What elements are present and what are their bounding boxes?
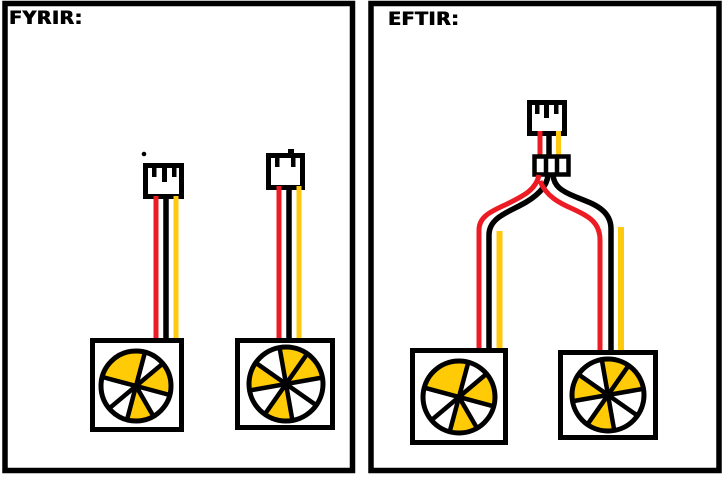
panel-after-title: EFTIR: xyxy=(388,8,460,30)
red-wire-right-branch xyxy=(537,179,603,351)
shared-3pin-connector-icon xyxy=(527,100,567,136)
fan-blades xyxy=(246,344,326,424)
fan-icon xyxy=(558,350,658,440)
connector-to-splice-wires xyxy=(537,131,561,158)
fan-blades xyxy=(569,356,647,434)
panel-before-title: FYRIR: xyxy=(9,7,83,29)
fan1-3pin-connector-icon xyxy=(143,163,184,199)
fan-icon xyxy=(90,338,184,432)
panel-after-border xyxy=(368,0,722,474)
black-wire-right-branch xyxy=(550,174,614,351)
fan-icon xyxy=(235,338,335,430)
splice-block-icon xyxy=(532,154,571,177)
stray-paint-dot xyxy=(141,151,147,157)
fan-icon xyxy=(410,348,508,445)
panel-after xyxy=(368,0,722,474)
fan2-3pin-connector-icon xyxy=(266,149,305,190)
fan2-wires xyxy=(276,186,302,340)
panel-before xyxy=(2,0,356,474)
panel-before-border xyxy=(2,0,356,474)
red-wire-left-branch xyxy=(476,174,542,348)
y-splitter-wires xyxy=(476,174,624,351)
fan-blades xyxy=(98,348,174,424)
fan1-wires xyxy=(153,196,179,340)
fan-blades xyxy=(420,358,498,436)
